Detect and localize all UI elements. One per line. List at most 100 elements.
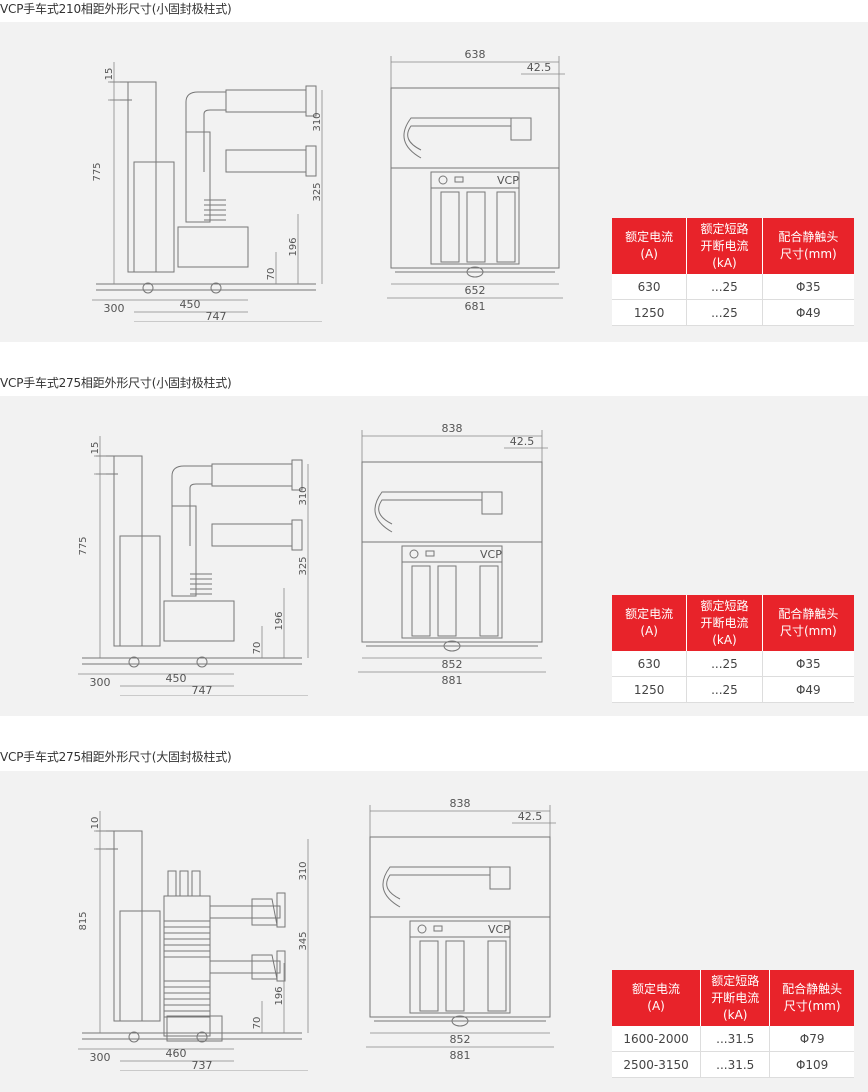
mech-left	[411, 565, 431, 637]
drawing-panel: 15 775 310 325 196 70 300 450 747 638 42…	[0, 22, 868, 342]
spec-cell: ...25	[686, 274, 763, 300]
section-title: VCP手车式275相距外形尺寸(小固封极柱式)	[0, 376, 232, 390]
dim-c2: 70	[252, 1017, 263, 1030]
cabinet-frame	[361, 461, 543, 643]
upper-arm	[225, 89, 307, 113]
dim-lower: 345	[298, 931, 309, 950]
mech-right	[445, 940, 465, 1012]
spec-cell: Φ35	[762, 651, 854, 677]
spec-cell: 630	[612, 651, 688, 677]
dim-outer: 881	[442, 674, 463, 687]
dim-width: 838	[450, 797, 471, 810]
side-view-drawing: 15 775 310 325 196 70 300 450 747	[92, 62, 323, 323]
upper-arm	[209, 905, 281, 919]
side-view-drawing: 10 815 310 345 196 70 300 460 737	[78, 811, 309, 1072]
section-title: VCP手车式210相距外形尺寸(小固封极柱式)	[0, 2, 232, 16]
frame-plate	[113, 455, 143, 647]
spec-header: 额定电流 (A)	[612, 595, 688, 651]
drawing-panel: 15 775 310 325 196 70 300 450 747 838 42…	[0, 396, 868, 716]
spec-header-line: (kA)	[712, 632, 737, 647]
dim-upper: 310	[312, 112, 323, 131]
spec-header-line: (kA)	[712, 255, 737, 270]
front-view-drawing: 838 42.5 VCP 852 881	[366, 797, 556, 1062]
spec-cell: ...31.5	[700, 1051, 771, 1078]
breaker-front	[401, 545, 503, 639]
spec-header-line: 尺寸(mm)	[783, 999, 841, 1013]
mech-panel	[487, 940, 507, 1012]
spec-header-line: (A)	[640, 624, 658, 638]
mech-right	[437, 565, 457, 637]
spec-cell: Φ109	[769, 1051, 854, 1078]
spec-header-line: 开断电流	[711, 990, 760, 1005]
dim-b1: 300	[90, 1051, 111, 1064]
dim-offset: 42.5	[527, 61, 552, 74]
spec-header: 额定短路开断电流(kA)	[686, 595, 763, 651]
dim-offset: 42.5	[518, 810, 543, 823]
cabinet-frame	[390, 87, 560, 269]
base-box	[163, 600, 235, 642]
spec-header-line: 额定电流	[632, 982, 681, 996]
breaker-front	[409, 920, 511, 1014]
spec-header-line: 配合静触头	[778, 230, 839, 244]
lower-arm	[209, 960, 281, 974]
spec-table: 额定电流(A)额定短路开断电流(kA)配合静触头尺寸(mm)1600-2000.…	[612, 970, 854, 1078]
breaker-label: VCP	[497, 174, 519, 187]
spec-header-line: 配合静触头	[778, 607, 839, 621]
spec-header-line: (A)	[640, 247, 658, 261]
spec-header: 额定短路开断电流(kA)	[700, 970, 771, 1026]
dim-b2: 450	[180, 298, 201, 311]
breaker-front	[430, 171, 520, 265]
frame-plate	[127, 81, 157, 273]
base-box	[166, 1015, 223, 1042]
spec-cell: 1250	[612, 676, 688, 703]
side-view: 15 775 310 325 196 70 300 450 747	[72, 396, 342, 700]
handle-arm	[407, 125, 511, 151]
spec-header-line: 尺寸(mm)	[779, 624, 837, 638]
front-view: 838 42.5 VCP 852 881	[364, 771, 556, 1075]
spec-header-line: 额定短路	[700, 221, 749, 236]
dim-b2: 460	[166, 1047, 187, 1060]
spec-header: 额定短路开断电流(kA)	[686, 218, 763, 274]
dim-upper: 310	[298, 861, 309, 880]
pole-column	[171, 505, 197, 597]
dim-height: 775	[92, 162, 103, 181]
pole-column	[163, 895, 211, 1037]
dim-outer: 681	[465, 300, 486, 313]
spec-header-line: 额定电流	[625, 230, 674, 244]
spec-header-line: 开断电流	[700, 615, 749, 630]
side-view: 15 775 310 325 196 70 300 450 747	[86, 22, 356, 326]
upper-arm	[211, 463, 293, 487]
dim-height: 815	[78, 911, 89, 930]
side-view-drawing: 15 775 310 325 196 70 300 450 747	[78, 436, 309, 697]
cabinet-frame	[369, 836, 551, 1018]
spec-cell: 1600-2000	[612, 1026, 702, 1052]
spec-cell: ...31.5	[700, 1026, 771, 1052]
mech-left	[419, 940, 439, 1012]
breaker-label: VCP	[480, 548, 502, 561]
spec-cell: 2500-3150	[612, 1051, 702, 1078]
front-view: 838 42.5 VCP 852 881	[356, 396, 548, 700]
spec-header-line: 额定电流	[625, 607, 674, 621]
frame-bracket	[119, 535, 161, 647]
spec-header: 配合静触头尺寸(mm)	[762, 595, 854, 651]
mech-left	[440, 191, 460, 263]
dim-offset: 42.5	[510, 435, 535, 448]
spec-cell: ...25	[686, 676, 763, 703]
spec-header: 额定电流(A)	[612, 970, 702, 1026]
frame-plate	[113, 830, 143, 1022]
dim-outer: 881	[450, 1049, 471, 1062]
spec-cell: Φ35	[762, 274, 854, 300]
dim-c2: 70	[252, 642, 263, 655]
dim-upper: 310	[298, 486, 309, 505]
front-view-drawing: 838 42.5 VCP 852 881	[358, 422, 548, 687]
mech-panel	[496, 191, 516, 263]
frame-bracket	[119, 910, 161, 1022]
mech-right	[466, 191, 486, 263]
handle-arm	[386, 874, 490, 900]
dim-c1: 196	[274, 986, 285, 1005]
dim-b3: 747	[206, 310, 227, 322]
upper-arm-bend	[185, 91, 226, 172]
